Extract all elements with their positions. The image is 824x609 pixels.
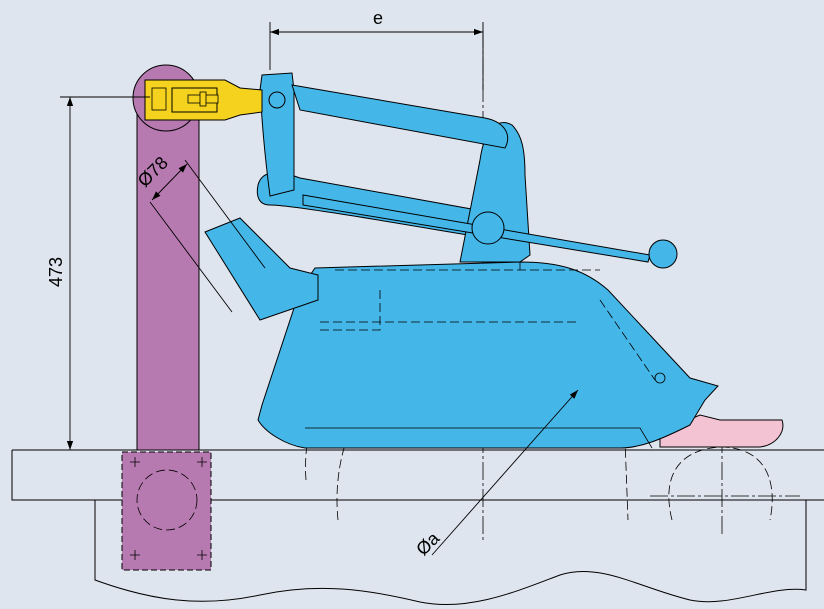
hidden-lines — [320, 262, 656, 381]
base-plate — [305, 427, 653, 449]
dimension-height-label: 473 — [46, 257, 66, 287]
dimension-e-label: e — [373, 8, 383, 28]
arm-pin — [268, 91, 286, 109]
dimension-wheel-diameter-label: Øa — [412, 527, 444, 559]
lever-knob — [648, 239, 678, 269]
machine-body — [204, 72, 719, 449]
dimension-e: e — [269, 8, 484, 90]
dimension-height: 473 — [46, 96, 150, 451]
pivot-hub — [471, 211, 505, 245]
hinge-pin — [654, 372, 666, 384]
yellow-clamp — [144, 79, 263, 121]
vertical-pipe — [121, 64, 212, 571]
